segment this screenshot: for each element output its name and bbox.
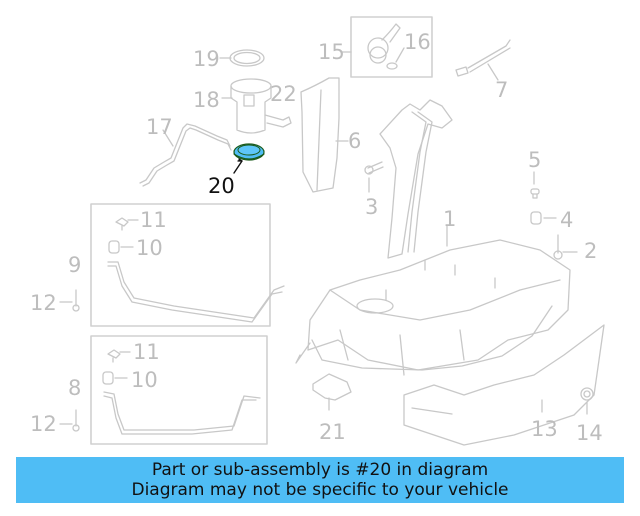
callout-20-highlighted[interactable]: 20: [208, 174, 235, 198]
info-banner: Part or sub-assembly is #20 in diagram D…: [16, 457, 624, 503]
part-1-fuel-tank: [295, 99, 571, 376]
callout-19[interactable]: 19: [193, 47, 220, 71]
part-20-seal-highlighted: [233, 143, 265, 174]
callout-16[interactable]: 16: [404, 30, 431, 54]
callout-5[interactable]: 5: [528, 148, 542, 172]
part-6-shroud: [300, 77, 349, 193]
callout-18[interactable]: 18: [193, 88, 220, 112]
callout-3[interactable]: 3: [365, 195, 379, 219]
callout-1[interactable]: 1: [443, 207, 457, 231]
callout-8[interactable]: 8: [68, 376, 82, 400]
callout-15[interactable]: 15: [318, 40, 345, 64]
callout-6[interactable]: 6: [348, 129, 362, 153]
banner-line-disclaimer: Diagram may not be specific to your vehi…: [131, 480, 509, 500]
callout-7[interactable]: 7: [495, 78, 509, 102]
callout-4[interactable]: 4: [560, 208, 574, 232]
part-14-grommet: [580, 387, 594, 415]
part-7-sensor: [455, 39, 511, 81]
callout-21[interactable]: 21: [319, 420, 346, 444]
part-9-strap: [59, 217, 285, 323]
callout-12-lower[interactable]: 12: [30, 412, 57, 436]
part-17-fuel-line: [139, 123, 232, 187]
callout-22[interactable]: 22: [270, 82, 297, 106]
callout-9[interactable]: 9: [68, 253, 82, 277]
part-3-bolt: [364, 161, 384, 193]
part-21-bracket: [312, 373, 352, 411]
callout-11-upper[interactable]: 11: [140, 208, 167, 232]
part-15-filler-cap: [340, 23, 405, 70]
callout-10-lower[interactable]: 10: [131, 368, 158, 392]
part-18-fuel-pump: [221, 78, 292, 134]
part-13-heat-shield: [403, 324, 605, 446]
callout-10-upper[interactable]: 10: [136, 236, 163, 260]
part-5-4-2-hardware: [530, 171, 578, 260]
callout-11-lower[interactable]: 11: [133, 340, 160, 364]
part-19-lock-ring: [219, 49, 265, 67]
callout-12-upper[interactable]: 12: [30, 291, 57, 315]
callout-13[interactable]: 13: [531, 417, 558, 441]
part-8-strap: [59, 349, 261, 435]
callout-2[interactable]: 2: [584, 239, 598, 263]
banner-line-part: Part or sub-assembly is #20 in diagram: [151, 460, 489, 480]
callout-14[interactable]: 14: [576, 421, 603, 445]
callout-17[interactable]: 17: [146, 115, 173, 139]
